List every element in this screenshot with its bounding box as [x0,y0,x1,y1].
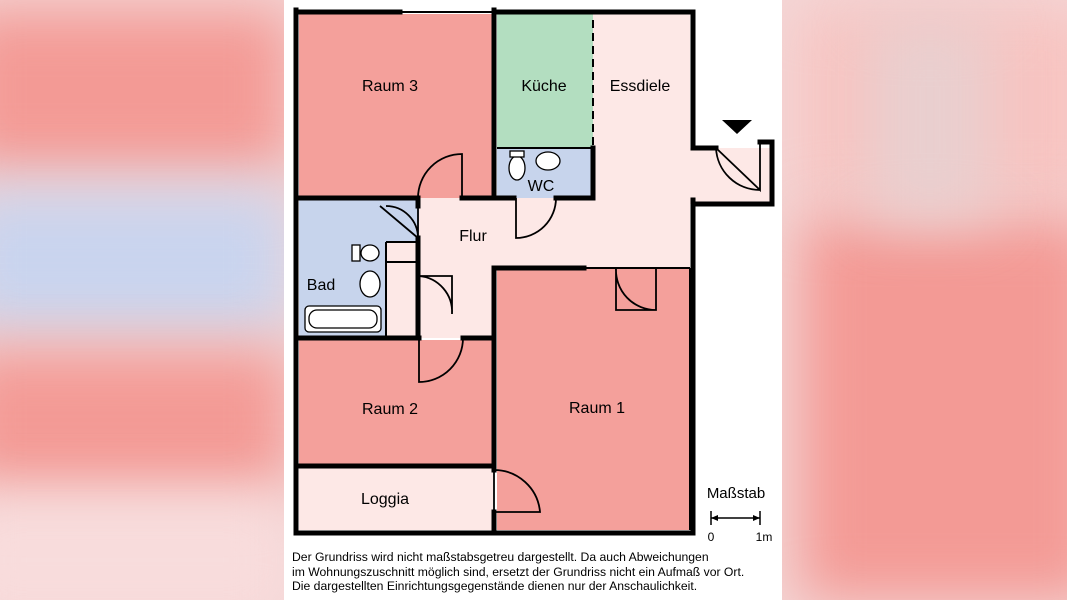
wc-sink-icon [535,151,561,171]
label-raum1: Raum 1 [569,400,625,417]
disclaimer-line: Der Grundriss wird nicht maßstabsgetreu … [292,550,709,564]
label-raum2: Raum 2 [362,401,418,418]
label-raum3: Raum 3 [362,78,418,95]
room-fill-raum3 [299,14,493,200]
label-kueche: Küche [521,78,566,95]
disclaimer-line: Die dargestellten Einrichtungsgegenständ… [292,579,698,593]
bad-sink-icon [359,270,381,298]
scale-end: 1m [756,530,773,544]
door-entrance [715,142,761,193]
room-fill-kueche [497,14,593,148]
label-bad: Bad [307,277,335,294]
room-fill-entrance [690,148,770,204]
entrance-arrow-icon [722,120,752,134]
room-fill-storage [386,242,419,338]
door-raum2 [418,337,464,383]
door-raum3 [417,153,463,199]
label-wc: WC [528,178,555,195]
wc-toilet-icon [508,155,526,181]
thin-walls [385,11,691,530]
disclaimer-line: im Wohnungszuschnitt möglich sind, erset… [292,564,745,579]
walls [293,7,775,536]
room-fill-loggia [299,468,493,530]
door-raum1 [615,267,657,311]
room-fill-raum2 [299,340,493,466]
fixtures [304,150,561,333]
disclaimer-text: Der Grundriss wird nicht maßstabsgetreu … [292,550,772,594]
label-essdiele: Essdiele [610,78,671,95]
door-loggia [493,469,541,513]
label-loggia: Loggia [361,491,409,508]
door-storage [418,275,453,315]
room-fill-essdiele [593,14,690,268]
bad-toilet-icon [360,244,380,262]
label-flur: Flur [459,228,487,245]
door-wc [515,197,557,239]
doors [379,142,761,513]
door-bad [379,205,419,239]
room-fill-raum1 [497,268,690,530]
scale-title: Maßstab [707,485,765,502]
room-fill-flur [419,198,593,268]
scale-bar: Maßstab 0 1m [707,485,773,544]
scale-start: 0 [708,530,715,544]
